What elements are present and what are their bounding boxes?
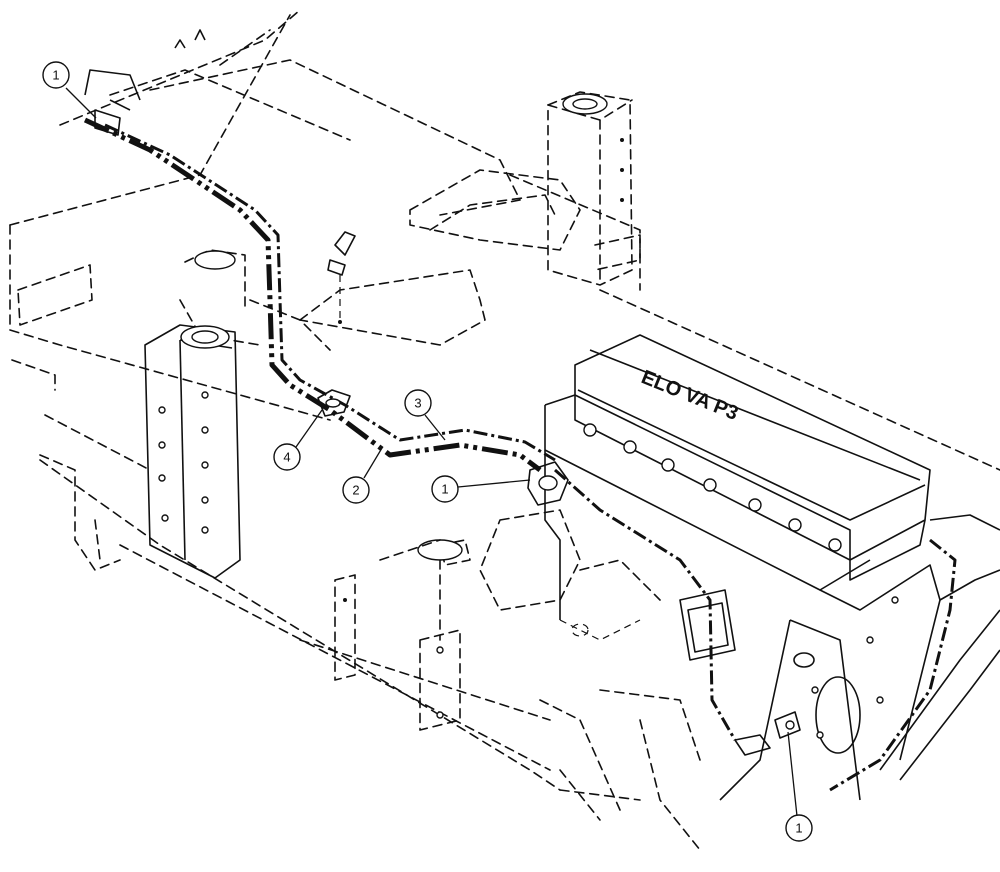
fittings xyxy=(84,29,801,756)
frame-post-left xyxy=(144,249,246,579)
engine-block: ELO VA P3 xyxy=(334,334,1000,851)
callout-label: 1 xyxy=(441,482,448,497)
callout-1-top-left: 1 xyxy=(42,61,97,119)
callout-label: 4 xyxy=(283,450,290,465)
callout-1-center: 1 xyxy=(431,475,531,503)
callout-3: 3 xyxy=(404,389,446,441)
callout-label: 3 xyxy=(414,396,421,411)
hose-lines xyxy=(83,117,957,792)
callout-4: 4 xyxy=(273,409,323,471)
callout-label: 2 xyxy=(352,483,359,498)
callout-label: 1 xyxy=(52,68,59,83)
callout-1-bottom: 1 xyxy=(785,731,813,842)
callout-label: 1 xyxy=(795,821,802,836)
frame-post-right xyxy=(547,91,641,286)
callout-2: 2 xyxy=(342,447,383,504)
frame-rails xyxy=(9,9,1000,801)
